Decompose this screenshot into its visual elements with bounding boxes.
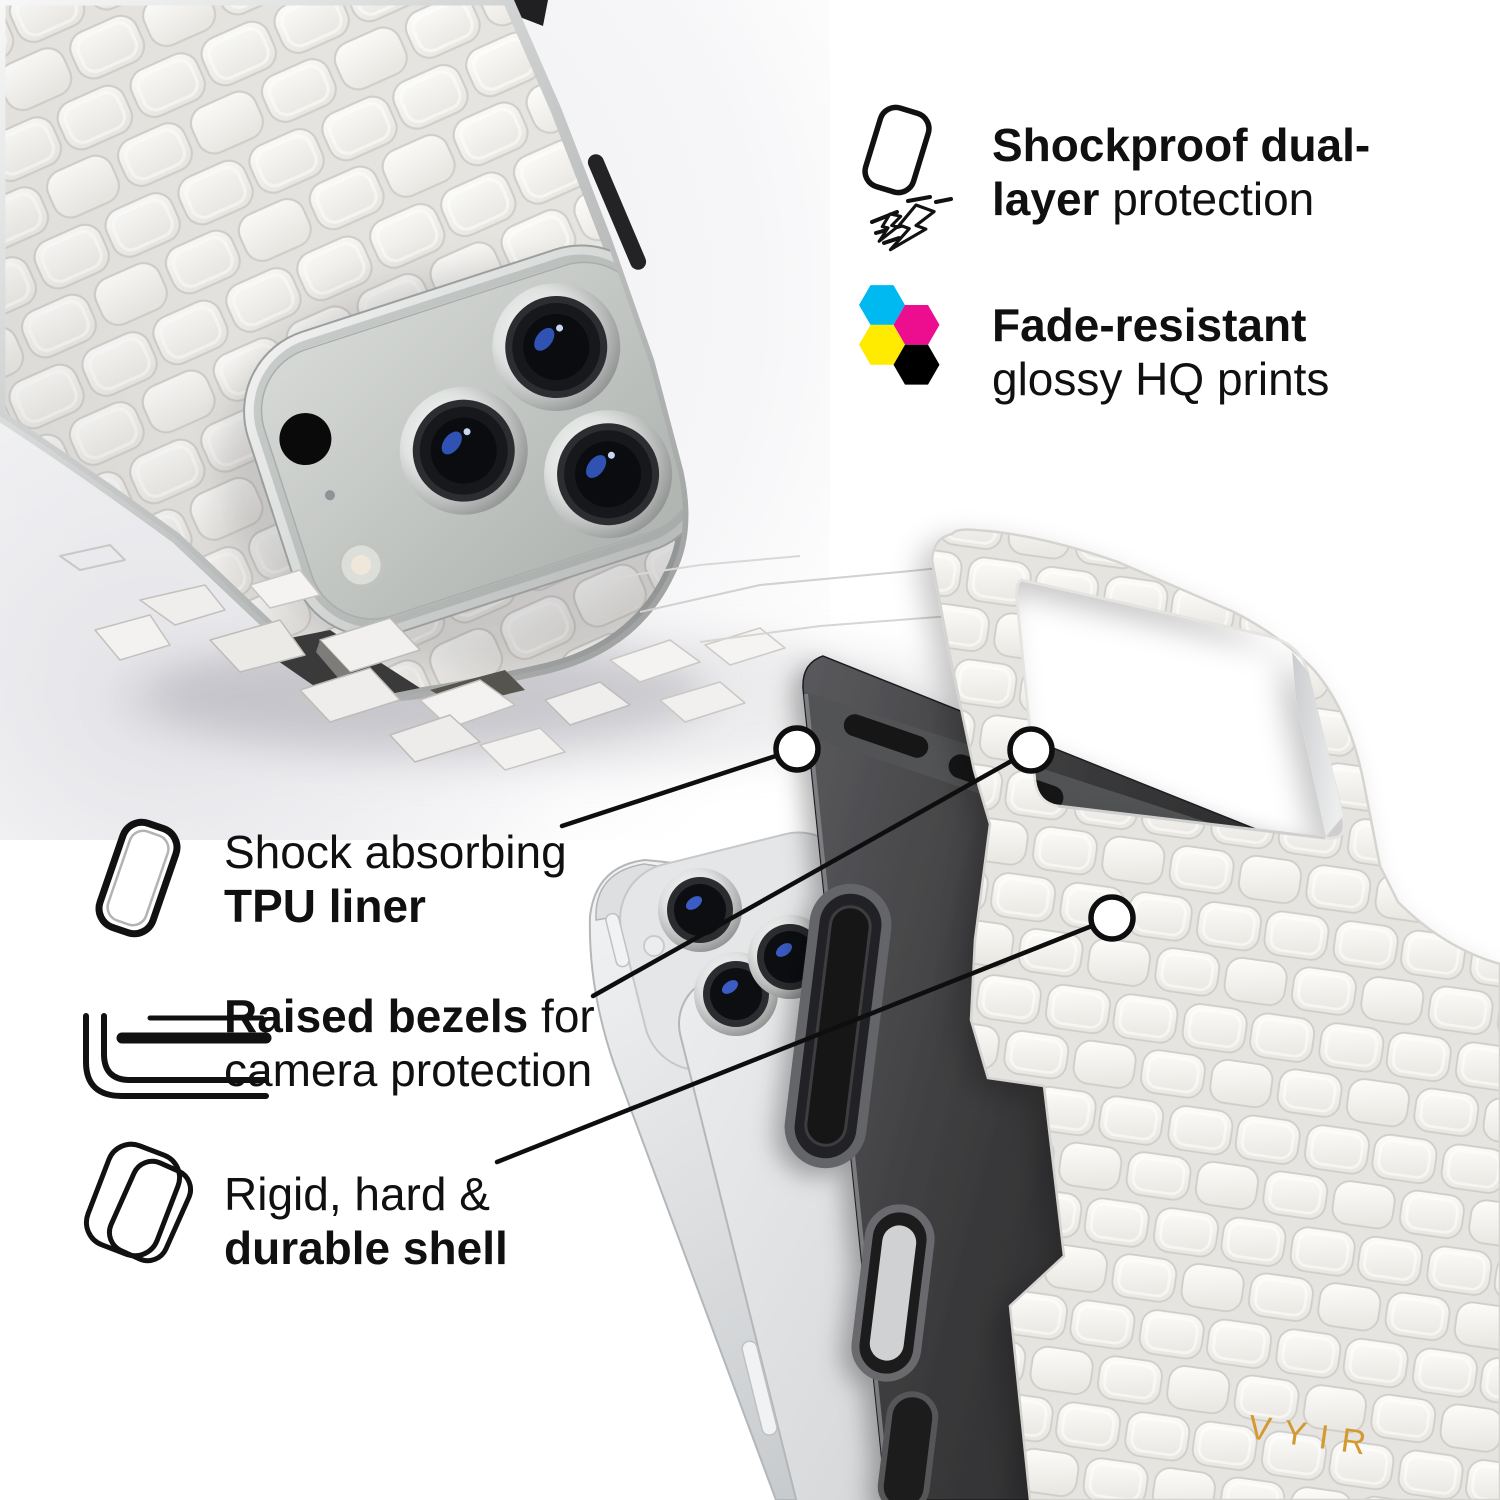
cutout-bottom-shadow — [1057, 804, 1326, 840]
cutout-inner-wall — [1292, 652, 1343, 836]
lidar-dot — [279, 413, 332, 466]
lens-left — [399, 386, 528, 515]
lens-bottom — [544, 410, 673, 539]
phone-impact-icon — [862, 104, 953, 252]
exploded-view: VYIR — [588, 528, 1500, 1500]
callout-line: durable shell — [224, 1222, 508, 1274]
cmyk-hexagons-icon — [859, 285, 940, 385]
croc-shell: VYIR — [930, 528, 1500, 1500]
callout-line: camera protection — [224, 1044, 593, 1096]
callout-line: layer protection — [992, 173, 1315, 225]
liner-bottom-slot — [877, 1391, 939, 1500]
callout-raised-bezels: Raised bezels for camera protection — [224, 989, 595, 1097]
callout-annotations — [494, 725, 1136, 1165]
callout-shockproof: Shockproof dual- layer protection — [992, 118, 1370, 226]
impact-bolts — [877, 203, 936, 252]
lens-top — [492, 283, 621, 412]
tpu-liner-icon — [95, 818, 181, 938]
callout-line: Rigid, hard & — [224, 1168, 490, 1220]
raised-bezel-icon — [83, 1013, 272, 1099]
callout-line-bezels — [590, 747, 1034, 999]
callout-line: Fade-resistant — [992, 299, 1307, 351]
cracked-shards — [59, 544, 1021, 771]
callout-line-tpu — [559, 746, 800, 829]
phone-action-button — [605, 912, 630, 968]
phone-lenses — [643, 868, 832, 1036]
callout-line: Shock absorbing — [224, 826, 567, 878]
callout-durable-shell: Rigid, hard & durable shell — [224, 1167, 508, 1275]
callout-line: Shockproof dual- — [992, 119, 1371, 171]
liner-port-slot — [851, 1204, 935, 1382]
callout-line: Raised bezels for — [224, 990, 595, 1042]
hard-shell-icon — [83, 1141, 194, 1264]
callout-line: TPU liner — [224, 880, 426, 932]
phone-flash — [643, 935, 665, 957]
liner-top-slot — [843, 714, 929, 758]
hex-yellow — [859, 324, 905, 365]
hex-magenta — [893, 305, 940, 345]
case-side-button — [587, 154, 647, 270]
camera-module — [243, 244, 683, 638]
dropped-case-photo — [0, 0, 1021, 840]
marker-durable-shell — [1088, 894, 1136, 942]
hex-black — [893, 344, 940, 385]
liner-notch — [508, 0, 548, 26]
callout-fade-resistant: Fade-resistant glossy HQ prints — [992, 298, 1329, 406]
mic-dot — [324, 490, 335, 501]
callout-line-shell — [494, 915, 1115, 1165]
phone-side-button — [741, 1340, 778, 1436]
flash — [338, 542, 384, 588]
hex-cyan — [859, 285, 905, 325]
callout-line: glossy HQ prints — [992, 353, 1330, 405]
callout-tpu-liner: Shock absorbing TPU liner — [224, 825, 567, 933]
marker-raised-bezels — [1007, 726, 1055, 774]
marker-tpu-liner — [773, 725, 821, 773]
